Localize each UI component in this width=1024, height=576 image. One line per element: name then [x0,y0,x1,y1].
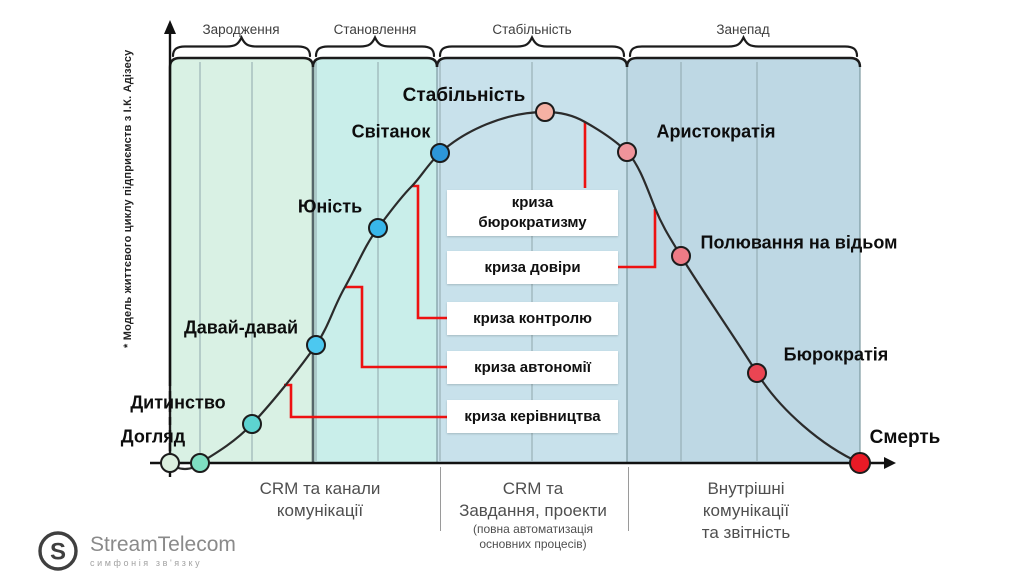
band-birth [170,58,313,463]
crisis-box-trust: криза довіри [447,251,618,284]
x-axis-arrow [884,457,896,469]
stage-label-gogo: Давай-давай [183,317,299,338]
bottom-divider-right [628,467,629,531]
crisis-box-control: криза контролю [447,302,618,335]
phase-label-birth: Зародження [202,22,280,37]
crisis-box-bureaucratism: криза бюрократизму [447,190,618,236]
point-gogo [306,335,326,355]
stage-label-adolescence: Юність [297,196,363,217]
stage-label-courtship: Догляд [120,426,186,447]
stage-label-death: Смерть [869,427,941,448]
logo-name: StreamTelecom [90,533,236,556]
stage-label-prime: Світанок [351,121,431,142]
bottom-section-line: CRM та канали [259,479,381,498]
stage-label-infancy: Дитинство [130,392,226,413]
phase-braces [171,34,859,58]
band-formation [313,58,437,463]
bottom-divider-left [440,467,441,531]
point-start [190,453,210,473]
phase-label-stability: Стабільність [492,22,572,37]
stage-label-aristocracy: Аристократія [656,121,776,142]
point-bureaucracy [747,363,767,383]
crisis-connectors [284,122,657,419]
bottom-section-note: (повна автоматизація [472,522,594,536]
crisis-box-autonomy: криза автономії [447,351,618,384]
bottom-section-crm-channels: CRM та канали комунікації [260,478,381,522]
stage-label-stability: Стабільність [402,85,526,106]
bottom-section-line: Завдання, проекти [459,501,607,520]
streamtelecom-logo: S StreamTelecom симфонія зв'язку [36,529,236,573]
crisis-box-leadership: криза керівництва [447,400,618,433]
point-adolescence [368,218,388,238]
logo-monogram: S [50,539,66,566]
bottom-section-line: комунікації [276,501,364,520]
bottom-section-internal-comms: Внутрішні комунікації та звітність [702,478,790,544]
phase-label-formation: Становлення [333,22,417,37]
bottom-section-note: основних процесів) [479,537,587,551]
point-infancy [242,414,262,434]
bottom-section-line: та звітність [701,523,791,542]
stage-label-witchhunt: Полювання на відьом [700,232,898,253]
phase-label-decline: Занепад [716,22,770,37]
logo-tagline: симфонія зв'язку [90,558,203,568]
band-decline [627,58,860,463]
y-axis-arrow [164,20,176,34]
point-witchhunt [671,246,691,266]
point-courtship [160,453,180,473]
bottom-section-line: CRM та [502,479,564,498]
stage-label-bureaucracy: Бюрократія [783,344,889,365]
bottom-section-line: комунікації [702,501,790,520]
bottom-section-line: Внутрішні [707,479,785,498]
point-death [849,452,871,474]
model-source-note: * Модель життєвого циклу підприємств з І… [122,49,134,349]
point-prime [430,143,450,163]
bottom-section-crm-tasks: CRM та Завдання, проекти (повна автомати… [459,478,607,552]
point-stability [535,102,555,122]
point-aristocracy [617,142,637,162]
stage-points [160,102,871,474]
streamtelecom-logo-icon: S [38,531,78,571]
